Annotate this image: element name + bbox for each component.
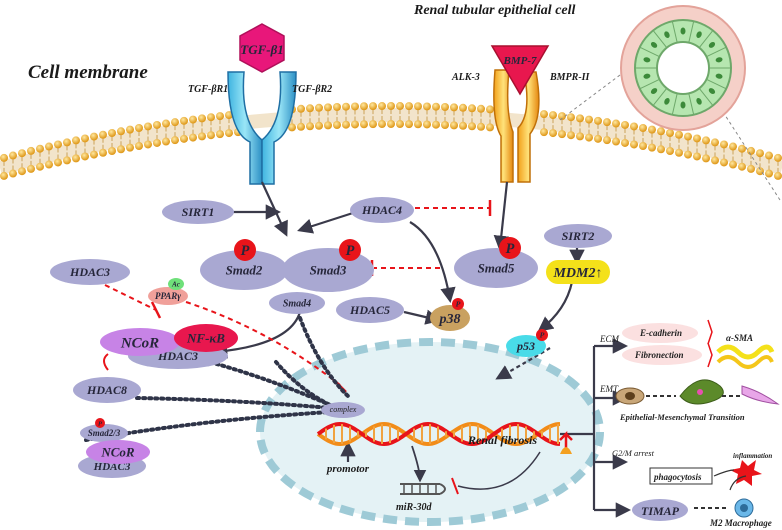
node-smad3: Smad3: [282, 248, 374, 292]
bmpr2-label: BMPR-II: [549, 72, 591, 83]
svg-text:P: P: [98, 420, 103, 427]
node-p53: p53: [506, 335, 546, 357]
svg-text:PPARγ: PPARγ: [155, 291, 181, 301]
svg-text:NF-κB: NF-κB: [186, 331, 225, 346]
tgf-receptor: TGF-β1 TGF-βR1 TGF-βR2: [188, 23, 332, 185]
mir30d-label: miR-30d: [396, 502, 433, 513]
asma-label: α-SMA: [726, 333, 753, 343]
node-smad4: Smad4: [269, 292, 325, 314]
node-smad5: Smad5: [454, 248, 538, 288]
svg-text:HDAC4: HDAC4: [361, 203, 402, 217]
node-hdac5: HDAC5: [336, 297, 404, 323]
node-nfkb: NF-κB: [174, 324, 238, 352]
inflammation-label: inflammation: [733, 452, 772, 460]
node-smad2: Smad2: [200, 250, 288, 290]
svg-text:Ac: Ac: [171, 280, 180, 288]
phagocytosis-label: phagocytosis: [653, 472, 702, 482]
svg-text:TIMAP: TIMAP: [641, 504, 680, 518]
node-ac: Ac: [168, 278, 184, 290]
tgf-r2-label: TGF-βR2: [292, 84, 332, 95]
node-mdm2: MDM2↑: [546, 260, 610, 284]
phospho-marker: P: [536, 329, 548, 341]
node-hdac3-top: HDAC3: [50, 259, 130, 285]
node-sirt1: SIRT1: [162, 200, 234, 224]
fibrosis-up-arrow: [559, 430, 573, 454]
dna-helix: [316, 421, 561, 447]
g2m-graphics: [649, 460, 762, 518]
svg-text:NCoR: NCoR: [120, 335, 159, 351]
emt-full-label: Epithelial-Mesenchymal Transition: [619, 412, 745, 422]
svg-text:NCoR: NCoR: [100, 445, 135, 460]
complex-label: complex: [330, 405, 357, 414]
node-sirt2: SIRT2: [544, 224, 612, 248]
svg-text:HDAC3: HDAC3: [69, 265, 110, 279]
outcome-bracket: [560, 338, 632, 518]
phospho-marker: P: [339, 239, 361, 261]
svg-text:SIRT1: SIRT1: [182, 205, 215, 219]
upregulation-mark: [103, 353, 109, 371]
mir30d-hairpin: [400, 445, 541, 495]
svg-text:HDAC5: HDAC5: [349, 303, 390, 317]
node-timap: TIMAP: [632, 499, 688, 521]
ecm-label: ECM: [599, 334, 620, 344]
svg-text:P: P: [540, 331, 545, 340]
tgf-r1-label: TGF-βR1: [188, 84, 228, 95]
tgf-ligand-hexagon: [239, 23, 285, 73]
phospho-marker: P: [452, 298, 464, 310]
m2-label: M2 Macrophage: [709, 518, 772, 528]
node-complex: [321, 402, 365, 418]
svg-text:p53: p53: [516, 339, 535, 353]
g2m-label: G2/M arrest: [612, 448, 655, 458]
cell-type-title: Renal tubular epithelial cell: [413, 3, 576, 18]
alk3-label: ALK-3: [451, 72, 480, 83]
node-smad23: Smad2/3: [80, 424, 128, 442]
svg-text:Smad3: Smad3: [310, 263, 347, 278]
bmp-ligand-label: BMP-7: [503, 55, 538, 67]
svg-text:HDAC8: HDAC8: [86, 383, 127, 397]
emt-label: EMT: [599, 384, 619, 394]
ecadherin-label: E-cadherin: [639, 328, 682, 338]
cell-membrane: [0, 102, 782, 180]
svg-text:P: P: [241, 243, 250, 259]
node-hdac4: HDAC4: [350, 197, 414, 223]
phospho-marker: P: [95, 418, 105, 428]
svg-text:p38: p38: [439, 312, 461, 327]
phospho-marker: P: [499, 237, 521, 259]
emt-graphics: [615, 379, 780, 405]
inhibition-lines: [104, 207, 490, 386]
svg-text:Smad2: Smad2: [226, 263, 263, 278]
membrane-label: Cell membrane: [28, 62, 148, 83]
node-ppar: PPARγ: [148, 287, 188, 305]
tubule-cross-section: [559, 5, 781, 201]
ecm-graphics: [622, 319, 775, 369]
svg-text:P: P: [506, 241, 515, 257]
node-p38: p38: [430, 305, 470, 331]
node-ncor-bottom: NCoR: [86, 440, 150, 464]
promotor-label: promotor: [326, 463, 370, 475]
svg-text:Smad4: Smad4: [283, 299, 311, 310]
svg-text:Smad5: Smad5: [478, 261, 515, 276]
svg-text:HDAC3: HDAC3: [157, 349, 198, 363]
svg-text:P: P: [456, 300, 461, 309]
svg-text:Smad2/3: Smad2/3: [88, 428, 121, 438]
signal-arrows: [211, 181, 585, 462]
renal-fibrosis-label: Renal fibrosis: [467, 433, 537, 447]
bmp-ligand-triangle: [490, 45, 550, 96]
svg-text:MDM2↑: MDM2↑: [552, 266, 602, 281]
node-ncor: NCoR: [100, 328, 180, 356]
svg-text:P: P: [346, 243, 355, 259]
node-hdac8: HDAC8: [73, 377, 141, 403]
svg-text:SIRT2: SIRT2: [562, 229, 595, 243]
fibronection-label: Fibronection: [634, 350, 684, 360]
phospho-marker: P: [234, 239, 256, 261]
tgf-ligand-label: TGF-β1: [240, 42, 284, 57]
